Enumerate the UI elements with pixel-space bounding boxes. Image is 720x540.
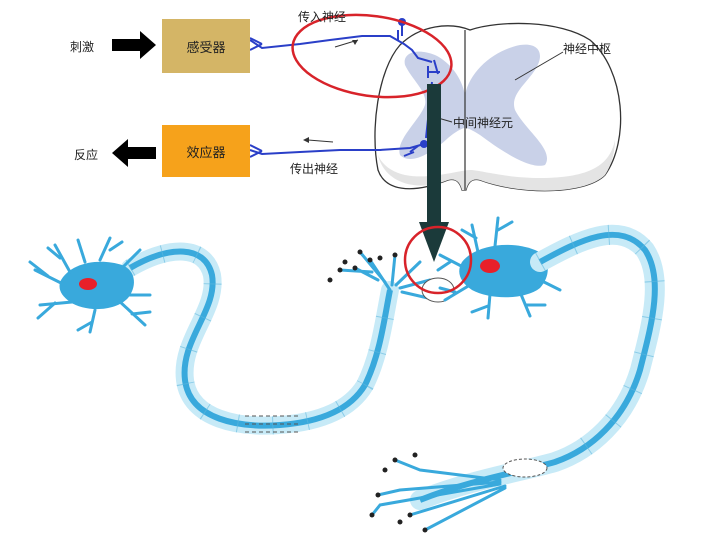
left-terminal-dots: [327, 249, 398, 283]
synapse-highlight-circle: [403, 225, 473, 295]
right-nucleus: [480, 259, 500, 273]
left-axon-segment-edges: [125, 242, 399, 435]
efferent-direction-arrow: [307, 139, 334, 143]
terminal-dot: [367, 257, 373, 263]
effector-nerve-tip: [249, 144, 263, 158]
receptor-box: 感受器: [162, 19, 250, 73]
afferent-highlight-circle: [291, 13, 453, 99]
terminal-dot: [357, 249, 363, 255]
efferent-nerve: [249, 143, 425, 156]
motor-neuron-body: [420, 140, 428, 148]
left-dendrites: [28, 236, 152, 334]
terminal-dot: [392, 252, 398, 258]
synapse-mark-lower: [403, 145, 419, 157]
terminal-dot: [377, 255, 383, 261]
right-neuron-body: [436, 216, 562, 320]
terminal-dot: [422, 527, 428, 533]
response-arrow: [112, 139, 156, 167]
left-axon: [128, 248, 393, 429]
left-neuron-body: [28, 236, 152, 334]
efferent-nerve-label: 传出神经: [290, 162, 339, 176]
efferent-arrowhead: [303, 137, 309, 143]
terminal-dot: [369, 512, 375, 518]
left-axon-gap: [245, 415, 300, 433]
left-nucleus: [79, 278, 97, 290]
nerve-center-label: 神经中枢: [563, 42, 612, 56]
right-axon-node: [502, 458, 548, 478]
terminal-dot: [392, 457, 398, 463]
center-leader-line: [514, 51, 564, 81]
zoom-arrow-shaft: [427, 84, 441, 230]
afferent-nerve: [249, 35, 433, 63]
terminal-dot: [382, 467, 388, 473]
right-axon-terminals: [370, 458, 507, 532]
afferent-nerve-label: 传入神经: [298, 10, 347, 24]
terminal-dot: [327, 277, 333, 283]
terminal-dot: [375, 492, 381, 498]
stimulus-label: 刺激: [70, 40, 95, 54]
terminal-dot: [337, 267, 343, 273]
right-soma: [459, 244, 548, 298]
terminal-dot: [397, 519, 403, 525]
terminal-dot: [412, 452, 418, 458]
interneuron-label: 中间神经元: [453, 116, 514, 130]
receptor-label: 感受器: [186, 40, 226, 56]
terminal-dot: [352, 265, 358, 271]
afferent-arrowhead: [352, 40, 358, 45]
receptor-nerve-tip: [249, 37, 263, 51]
effector-label: 效应器: [186, 145, 226, 161]
zoom-arrow-head: [419, 222, 449, 262]
synapse-mark-upper: [427, 59, 440, 78]
response-label: 反应: [74, 148, 99, 162]
right-terminal-dots: [369, 452, 428, 533]
terminal-dot: [342, 259, 348, 265]
right-dendrites: [436, 216, 562, 320]
stimulus-arrow: [112, 31, 156, 59]
effector-box: 效应器: [162, 125, 250, 177]
terminal-dot: [407, 512, 413, 518]
